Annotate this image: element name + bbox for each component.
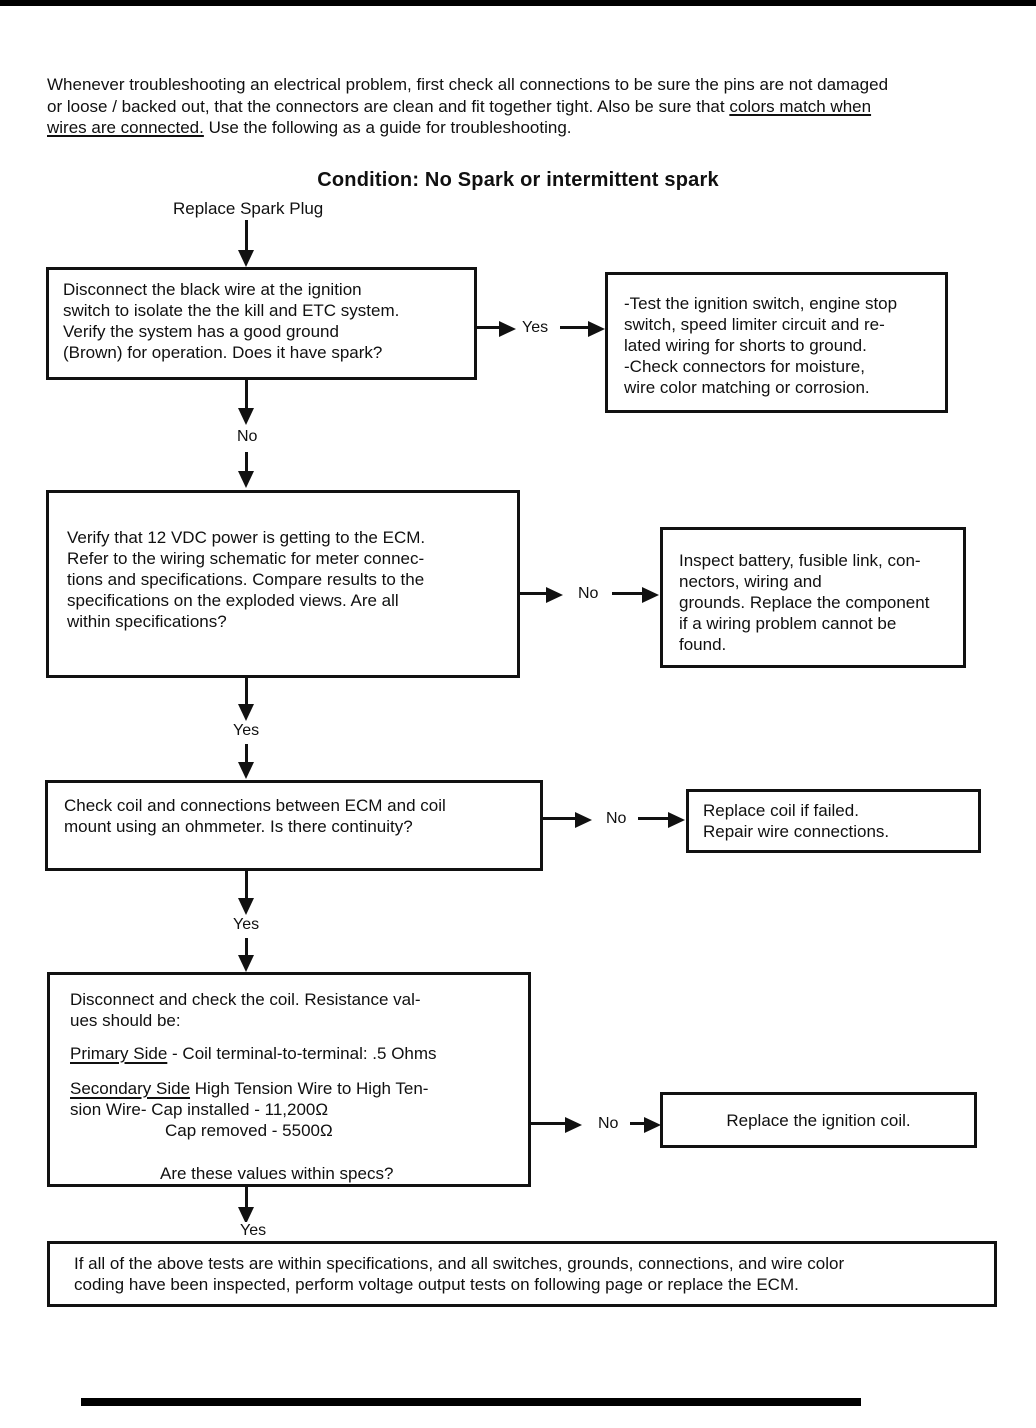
question-text: Check coil and connections between ECM a… <box>64 796 446 836</box>
arrowhead-right-icon <box>575 812 592 828</box>
action-text: Replace coil if failed. Repair wire conn… <box>703 801 890 841</box>
final-note-text: If all of the above tests are within spe… <box>74 1254 845 1294</box>
primary-side-spec: Primary Side - Coil terminal-to-terminal… <box>70 1044 437 1063</box>
connector-line <box>245 678 248 705</box>
action-box-2: Inspect battery, fusible link, con- nect… <box>660 527 966 668</box>
connector-line <box>630 1122 644 1125</box>
arrowhead-down-icon <box>238 762 254 779</box>
intro-paragraph: Whenever troubleshooting an electrical p… <box>47 74 999 139</box>
arrowhead-down-icon <box>238 704 254 721</box>
action-box-4: Replace the ignition coil. <box>660 1092 977 1148</box>
cap-removed-spec: Cap removed - 5500Ω <box>165 1121 333 1140</box>
arrowhead-right-icon <box>499 321 516 337</box>
page-bottom-rule <box>81 1398 861 1406</box>
decision-box-3: Check coil and connections between ECM a… <box>45 780 543 871</box>
connector-line <box>245 1187 248 1208</box>
arrowhead-right-icon <box>546 587 563 603</box>
arrowhead-down-icon <box>238 471 254 488</box>
intro-line-2: or loose / backed out, that the connecto… <box>47 96 872 116</box>
question-text: Verify that 12 VDC power is getting to t… <box>67 528 426 631</box>
branch-label-no: No <box>598 1115 619 1133</box>
start-label: Replace Spark Plug <box>173 199 324 218</box>
branch-label-yes: Yes <box>233 722 260 740</box>
page-top-rule <box>0 0 1036 6</box>
connector-line <box>245 452 248 472</box>
connector-line <box>612 592 642 595</box>
decision-box-1: Disconnect the black wire at the ignitio… <box>46 267 477 380</box>
arrowhead-down-icon <box>238 955 254 972</box>
arrowhead-right-icon <box>588 321 605 337</box>
action-box-1: -Test the ignition switch, engine stop s… <box>605 272 948 413</box>
arrowhead-down-icon <box>238 1207 254 1224</box>
intro-line-3: wires are connected. Use the following a… <box>47 118 572 137</box>
action-box-3: Replace coil if failed. Repair wire conn… <box>686 789 981 853</box>
coil-check-intro: Disconnect and check the coil. Resistanc… <box>70 990 421 1030</box>
decision-box-2: Verify that 12 VDC power is getting to t… <box>46 490 520 678</box>
arrowhead-right-icon <box>668 812 685 828</box>
connector-line <box>477 326 499 329</box>
connector-line <box>245 380 248 408</box>
connector-line <box>543 817 575 820</box>
arrowhead-right-icon <box>565 1117 582 1133</box>
action-text: Inspect battery, fusible link, con- nect… <box>679 551 930 654</box>
branch-label-no: No <box>606 810 627 828</box>
arrowhead-down-icon <box>238 898 254 915</box>
underlined-phrase: Primary Side <box>70 1044 168 1063</box>
question-text: Are these values within specs? <box>160 1164 394 1183</box>
arrowhead-down-icon <box>238 408 254 425</box>
action-text: Replace the ignition coil. <box>726 1111 911 1130</box>
arrowhead-right-icon <box>644 1117 661 1133</box>
arrowhead-right-icon <box>642 587 659 603</box>
secondary-side-spec: Secondary Side High Tension Wire to High… <box>70 1079 429 1119</box>
arrowhead-down-icon <box>238 250 254 267</box>
connector-line <box>245 220 248 251</box>
branch-label-yes: Yes <box>240 1222 267 1240</box>
condition-title: Condition: No Spark or intermittent spar… <box>317 169 719 191</box>
branch-label-no: No <box>578 585 599 603</box>
connector-line <box>560 326 588 329</box>
branch-label-yes: Yes <box>233 916 260 934</box>
question-text: Disconnect the black wire at the ignitio… <box>63 280 400 362</box>
branch-label-no: No <box>237 428 258 446</box>
connector-line <box>520 592 546 595</box>
final-note-box: If all of the above tests are within spe… <box>47 1241 997 1307</box>
connector-line <box>531 1122 565 1125</box>
connector-line <box>245 744 248 763</box>
branch-label-yes: Yes <box>522 319 549 337</box>
underlined-phrase: colors match when <box>729 96 872 116</box>
connector-line <box>245 938 248 956</box>
connector-line <box>245 871 248 898</box>
connector-line <box>638 817 668 820</box>
underlined-phrase: Secondary Side <box>70 1079 191 1098</box>
underlined-phrase: wires are connected. <box>47 118 204 137</box>
decision-box-4: Disconnect and check the coil. Resistanc… <box>47 972 531 1187</box>
action-text: -Test the ignition switch, engine stop s… <box>624 294 898 397</box>
intro-line-1: Whenever troubleshooting an electrical p… <box>47 75 889 94</box>
